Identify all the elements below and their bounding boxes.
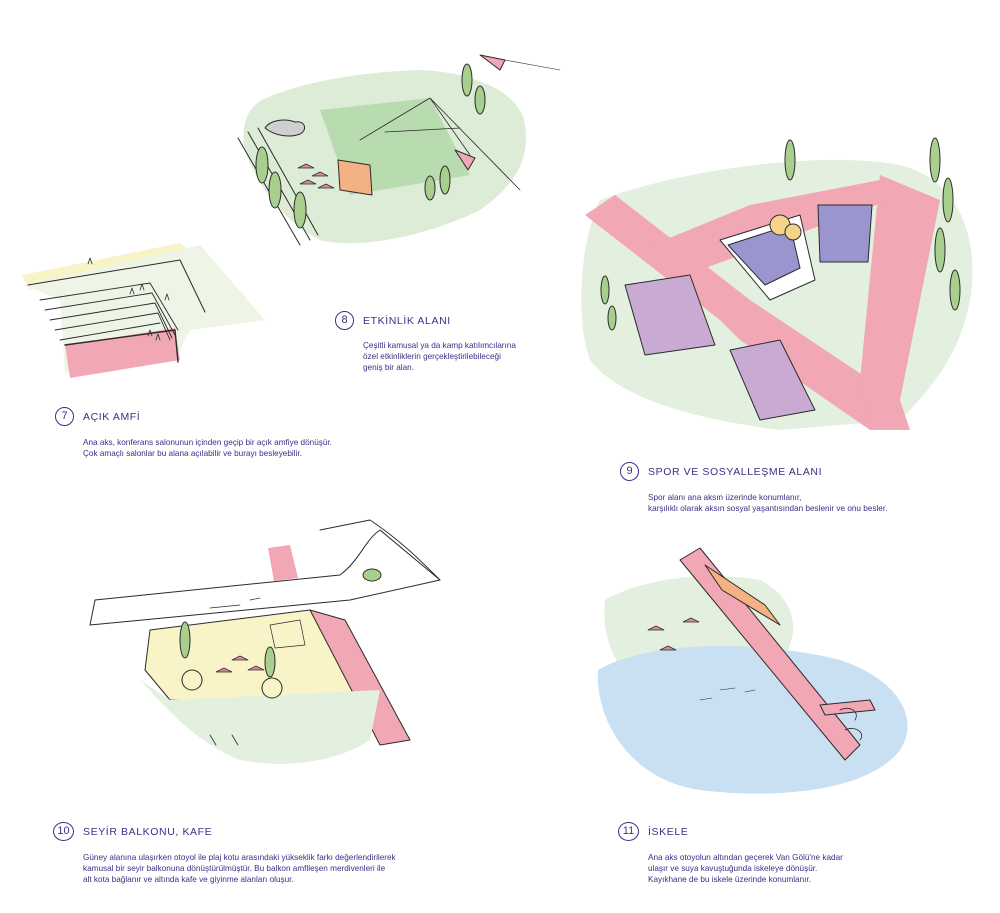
section-title: ETKİNLİK ALANI <box>363 315 451 327</box>
section-title: SEYİR BALKONU, KAFE <box>83 826 213 838</box>
section-title: AÇIK AMFİ <box>83 411 141 423</box>
sports-area-sketch <box>581 137 973 430</box>
section-description: Spor alanı ana aksın üzerinde konumlanır… <box>648 493 888 514</box>
section-description: Ana aks, konferans salonunun içinden geç… <box>83 438 332 459</box>
section-title: İSKELE <box>648 826 689 838</box>
section-number-badge: 10 <box>53 822 74 841</box>
amphitheater-sketch <box>22 243 265 378</box>
pier-sketch <box>597 547 908 794</box>
section-title: SPOR VE SOSYALLEŞME ALANI <box>648 466 823 478</box>
viewing-balcony-sketch <box>89 519 441 764</box>
section-number-badge: 9 <box>620 462 639 481</box>
section-description: Güney alanına ulaşırken otoyol ile plaj … <box>83 853 396 885</box>
section-description: Çeşitli kamusal ya da kamp katılımcıları… <box>363 341 516 373</box>
section-description: Ana aks otoyolun altından geçerek Van Gö… <box>648 853 843 885</box>
section-number-badge: 7 <box>55 407 74 426</box>
section-number-badge: 11 <box>618 822 639 841</box>
section-number-badge: 8 <box>335 311 354 330</box>
event-area-sketch <box>237 54 561 246</box>
